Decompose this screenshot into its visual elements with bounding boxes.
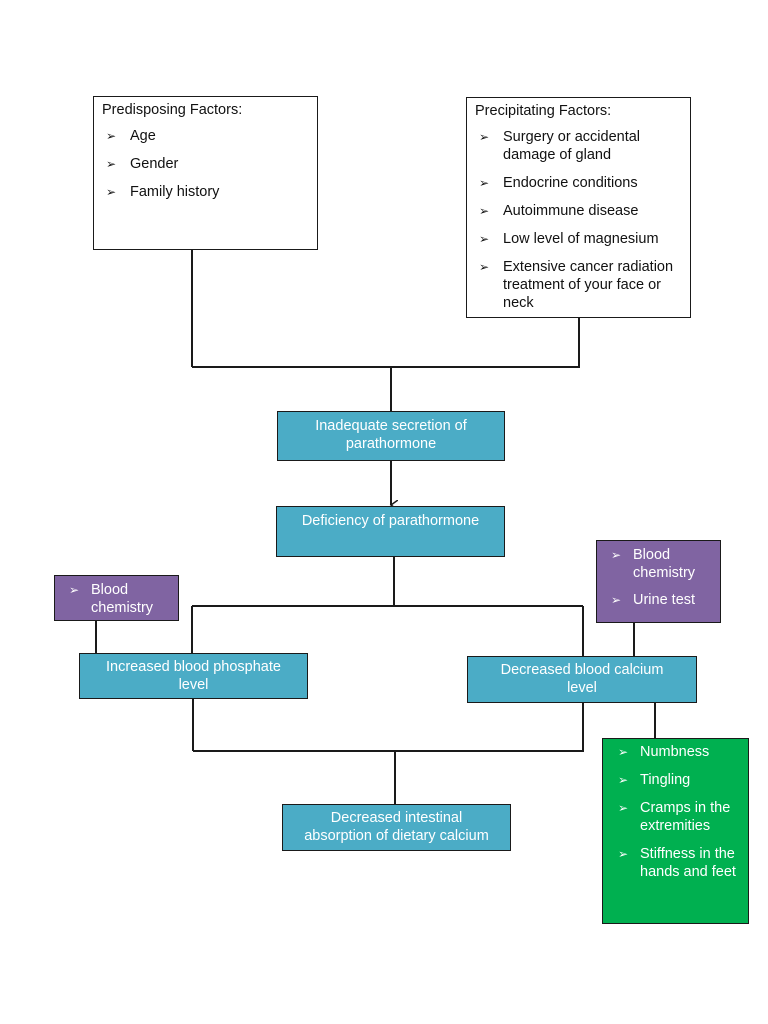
precipitating-factors-box: Precipitating Factors: ➢Surgery or accid…	[466, 97, 691, 318]
arrow-bullet-icon: ➢	[617, 801, 629, 815]
list-item: ➢Age	[102, 127, 309, 145]
symptoms-box: ➢Numbness ➢Tingling ➢Cramps in the extre…	[602, 738, 749, 924]
arrow-bullet-icon: ➢	[105, 185, 117, 199]
list-item: ➢Cramps in the extremities	[614, 799, 740, 835]
predisposing-factors-box: Predisposing Factors: ➢Age ➢Gender ➢Fami…	[93, 96, 318, 250]
list-item: ➢Family history	[102, 183, 309, 201]
arrow-bullet-icon: ➢	[478, 130, 490, 144]
arrow-bullet-icon: ➢	[68, 583, 80, 597]
arrow-bullet-icon: ➢	[478, 204, 490, 218]
node-decreased-absorption: Decreased intestinal absorption of dieta…	[282, 804, 511, 851]
node-decreased-calcium: Decreased blood calcium level	[467, 656, 697, 703]
precipitating-title: Precipitating Factors:	[475, 103, 612, 119]
node-inadequate-secretion: Inadequate secretion of parathormone	[277, 411, 505, 461]
arrow-bullet-icon: ➢	[610, 593, 622, 607]
arrow-bullet-icon: ➢	[478, 232, 490, 246]
list-item: ➢Numbness	[614, 743, 740, 761]
arrow-bullet-icon: ➢	[105, 157, 117, 171]
predisposing-list: ➢Age ➢Gender ➢Family history	[102, 127, 309, 201]
arrow-bullet-icon: ➢	[610, 548, 622, 562]
list-item: ➢Surgery or accidental damage of gland	[475, 128, 682, 164]
list-item: ➢Extensive cancer radiation treatment of…	[475, 258, 682, 312]
arrow-bullet-icon: ➢	[105, 129, 117, 143]
list-item: ➢Autoimmune disease	[475, 202, 682, 220]
list-item: ➢Urine test	[607, 591, 712, 609]
node-increased-phosphate: Increased blood phosphate level	[79, 653, 308, 699]
list-item: ➢Blood chemistry	[65, 581, 170, 617]
tests-left-box: ➢Blood chemistry	[54, 575, 179, 621]
arrow-bullet-icon: ➢	[478, 176, 490, 190]
list-item: ➢Endocrine conditions	[475, 174, 682, 192]
tests-right-box: ➢Blood chemistry ➢Urine test	[596, 540, 721, 623]
precipitating-list: ➢Surgery or accidental damage of gland ➢…	[475, 128, 682, 312]
arrow-bullet-icon: ➢	[478, 260, 490, 274]
arrow-bullet-icon: ➢	[617, 847, 629, 861]
list-item: ➢Blood chemistry	[607, 546, 712, 582]
list-item: ➢Tingling	[614, 771, 740, 789]
list-item: ➢Low level of magnesium	[475, 230, 682, 248]
predisposing-title: Predisposing Factors:	[102, 102, 243, 118]
list-item: ➢Stiffness in the hands and feet	[614, 845, 740, 881]
list-item: ➢Gender	[102, 155, 309, 173]
arrow-bullet-icon: ➢	[617, 745, 629, 759]
node-deficiency: Deficiency of parathormone	[276, 506, 505, 557]
arrow-bullet-icon: ➢	[617, 773, 629, 787]
